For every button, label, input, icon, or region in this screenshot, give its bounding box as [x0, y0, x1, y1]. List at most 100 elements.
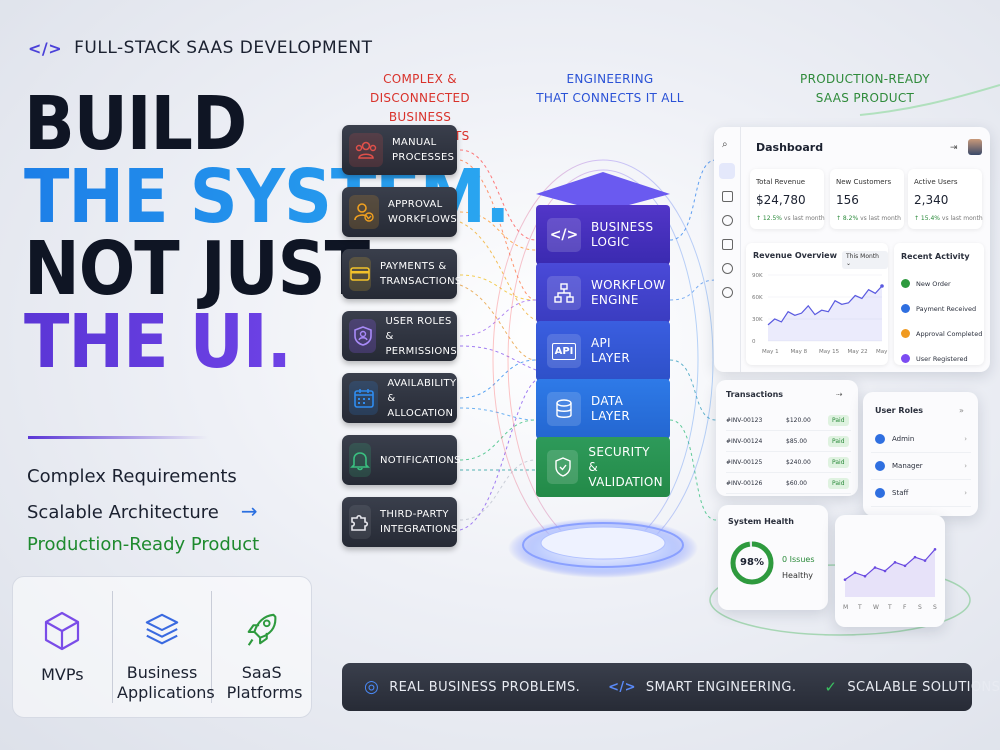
layer-line: & VALIDATION: [588, 459, 663, 489]
x-tick-label: T: [887, 604, 892, 611]
shield-check-icon: [547, 450, 579, 484]
x-tick-label: May 29: [876, 349, 888, 355]
nav-settings-icon[interactable]: [722, 287, 733, 298]
expand-icon[interactable]: ⇢: [836, 390, 843, 399]
avatar[interactable]: [968, 139, 982, 155]
stat-card: New Customers 156 ↑ 8.2% vs last month: [830, 169, 904, 229]
stat-note: vs last month: [941, 215, 983, 222]
nav-orders-icon[interactable]: [722, 191, 733, 202]
activity-item[interactable]: Approval Completed: [901, 321, 983, 346]
stat-value: $24,780: [756, 193, 806, 207]
activity-label: New Order: [916, 279, 951, 288]
stack-top: [536, 172, 670, 212]
code-icon: </>: [28, 38, 63, 58]
activity-item[interactable]: User Registered: [901, 346, 983, 371]
y-tick-label: 30K: [752, 317, 763, 323]
layer-security: SECURITY& VALIDATION: [536, 437, 670, 497]
trend-point: [883, 569, 887, 573]
invoice-amount: $240.00: [786, 458, 811, 466]
arrow-right-icon: →: [240, 499, 258, 523]
system-health-card: System Health 98% 0 Issues Healthy: [718, 505, 828, 610]
chevron-right-icon: ›: [964, 489, 967, 497]
role-item[interactable]: Manager›: [871, 453, 971, 480]
stat-delta: ↑ 12.5% vs last month: [756, 215, 825, 222]
calendar-icon: [349, 381, 379, 415]
requirement-line: ALLOCATION: [387, 407, 454, 419]
activity-dot-icon: [901, 329, 910, 338]
requirement-payments: PAYMENTS & TRANSACTIONS: [342, 249, 461, 299]
requirement-line: TRANSACTIONS: [380, 276, 462, 287]
dashboard-sidebar: ⌕: [714, 127, 741, 372]
activity-dot-icon: [901, 354, 910, 363]
activity-item[interactable]: New Order: [901, 271, 983, 296]
requirement-line: PROCESSES: [392, 152, 455, 163]
layers-icon: [145, 613, 179, 645]
check-circle-icon: ✓: [824, 678, 838, 696]
x-tick-label: T: [857, 604, 862, 611]
bell-icon: [349, 443, 371, 477]
chevron-right-icon: ›: [964, 462, 967, 470]
invoice-id: #INV-00125: [726, 458, 763, 466]
x-tick-label: W: [873, 604, 879, 611]
requirement-line: MANUAL: [392, 137, 437, 148]
x-tick-label: F: [903, 604, 907, 611]
role-item[interactable]: Staff›: [871, 480, 971, 507]
column-head-right: PRODUCTION-READY SAAS PRODUCT: [800, 72, 930, 105]
activity-dot-icon: [901, 304, 910, 313]
puzzle-icon: [349, 505, 371, 539]
status-badge: Paid: [828, 435, 849, 447]
chevron-right-icon[interactable]: »: [959, 406, 964, 415]
divider: [28, 436, 208, 439]
trend-point: [853, 571, 857, 575]
nav-calendar-icon[interactable]: [722, 263, 733, 274]
tagline-problems: ◎ REAL BUSINESS PROBLEMS.: [364, 677, 580, 697]
hero-line-3: NOT JUST: [24, 226, 370, 313]
offering-card-business: Business Applications: [113, 591, 215, 703]
code-icon: </>: [547, 218, 581, 252]
role-label: Admin: [892, 435, 915, 443]
logout-icon[interactable]: ⇥: [950, 143, 958, 153]
nav-reports-icon[interactable]: [722, 239, 733, 250]
hero-line-1: BUILD: [24, 81, 247, 167]
tagline-text: SCALABLE SOLUTIONS.: [847, 679, 1000, 695]
period-select-label: This Month: [846, 253, 879, 260]
period-select[interactable]: This Month ⌄: [842, 251, 888, 269]
feature-item-label: Scalable Architecture: [27, 502, 219, 523]
activity-item[interactable]: Payment Received: [901, 296, 983, 321]
search-icon[interactable]: ⌕: [722, 139, 728, 150]
shield-user-icon: [349, 319, 377, 353]
x-tick-label: S: [933, 604, 937, 611]
target-icon: ◎: [364, 677, 380, 697]
nav-home-icon[interactable]: [719, 163, 735, 179]
stat-delta: ↑ 8.2% vs last month: [836, 215, 901, 222]
stat-label: Active Users: [914, 178, 958, 186]
trend-point: [863, 574, 867, 578]
health-status: Healthy: [782, 571, 814, 580]
activity-label: Approval Completed: [916, 329, 983, 338]
chevron-right-icon: ›: [964, 435, 967, 443]
health-percent: 98%: [740, 557, 764, 568]
status-badge: Paid: [828, 414, 849, 426]
requirement-line: PAYMENTS &: [380, 261, 447, 272]
stat-note: vs last month: [860, 215, 901, 222]
trend-point: [843, 578, 847, 581]
trend-point: [903, 564, 907, 568]
health-title: System Health: [728, 517, 794, 526]
nav-users-icon[interactable]: [722, 215, 733, 226]
activity-title: Recent Activity: [901, 252, 970, 261]
revenue-line: [767, 285, 883, 326]
role-item[interactable]: Admin ›: [871, 426, 971, 453]
invoice-id: #INV-00126: [726, 479, 763, 487]
y-tick-label: 0: [752, 339, 756, 345]
